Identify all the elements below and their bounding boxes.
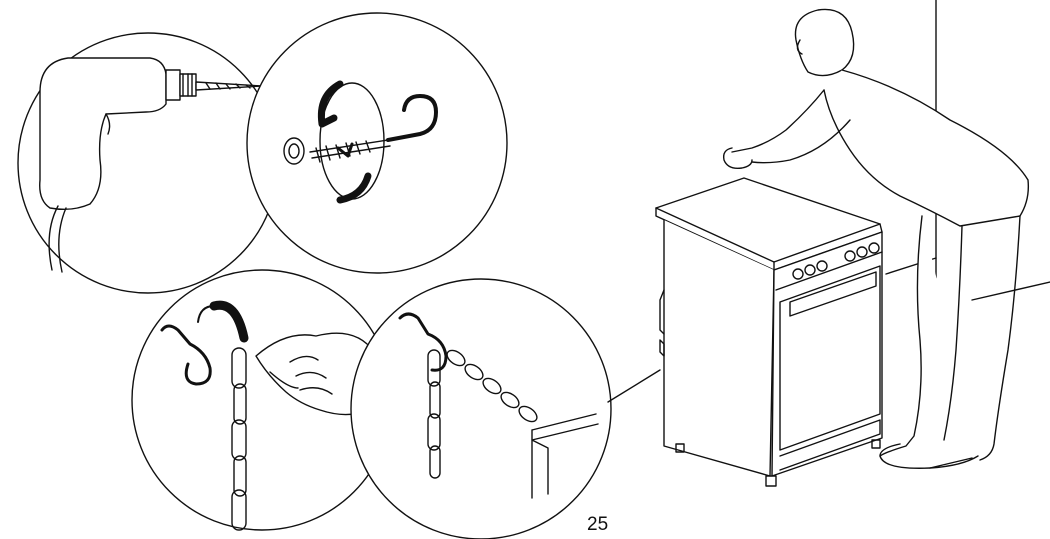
person-icon [722,8,1030,469]
chain-hook-icon [131,269,393,531]
cooker-icon [655,177,883,487]
page-number: 25 [587,514,609,535]
hook-screw-icon [246,12,508,274]
drill-icon [17,32,279,294]
chain-bracket-icon [350,278,612,539]
